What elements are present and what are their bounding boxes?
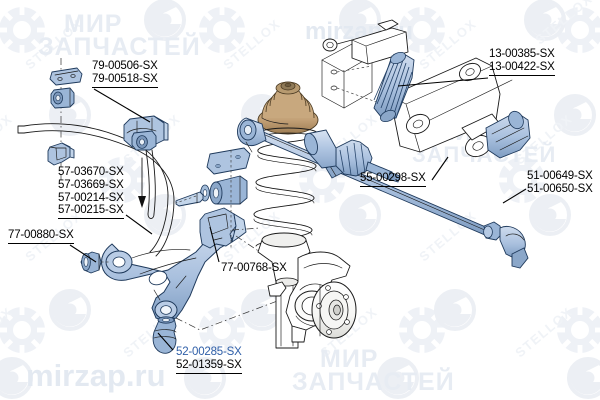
stabilizer-link-rod	[145, 149, 156, 219]
label-line: 57-03669-SX	[58, 178, 124, 191]
label-line: 13-00422-SX	[489, 61, 555, 76]
label-line: 57-00214-SX	[58, 191, 124, 204]
label-57-03670-SX: 57-03670-SX 57-03669-SX 57-00214-SX 57-0…	[58, 166, 124, 220]
label-13-00385-SX: 13-00385-SX 13-00422-SX	[489, 48, 555, 76]
stabilizer-bracket-lower	[47, 142, 75, 166]
label-line: 57-00215-SX	[58, 204, 124, 220]
label-line: 13-00385-SX	[489, 48, 555, 60]
stabilizer-clamp-plate-upper	[49, 67, 83, 86]
rack-end-cap-left	[322, 38, 353, 52]
label-line: 77-00880-SX	[8, 229, 74, 244]
control-arm-bushing-front-assembly	[175, 147, 251, 249]
rack-mount-ear-left	[406, 113, 430, 135]
label-line: 52-01359-SX	[176, 359, 242, 374]
construction-line-balljoint	[175, 299, 281, 331]
label-55-00298-SX: 55-00298-SX	[360, 172, 426, 187]
label-line: 57-03670-SX	[58, 166, 124, 178]
label-line: 79-00518-SX	[92, 73, 158, 88]
strut-top-mount	[257, 81, 319, 135]
label-51-00649-SX: 51-00649-SX 51-00650-SX	[527, 170, 593, 196]
axis-bolt	[175, 195, 197, 204]
label-79-00506-SX: 79-00506-SX 79-00518-SX	[92, 60, 158, 88]
assembly-arrow-stabilizer	[138, 157, 146, 208]
label-line: 79-00506-SX	[92, 60, 158, 72]
outer-tie-rod-end	[483, 221, 529, 269]
label-77-00768-SX: 77-00768-SX	[221, 262, 287, 275]
label-line: 51-00650-SX	[527, 182, 593, 195]
label-line: 77-00768-SX	[221, 262, 287, 274]
lower-ball-joint	[152, 316, 177, 354]
wheel-hub	[311, 281, 357, 339]
label-line: 55-00298-SX	[360, 172, 426, 187]
label-52-00285-SX: 52-00285-SX 52-01359-SX	[176, 346, 242, 374]
label-line: 52-00285-SX	[176, 346, 242, 358]
control-arm-bushing-rear	[80, 251, 102, 274]
label-77-00880-SX: 77-00880-SX	[8, 229, 74, 244]
steering-rack-assembly	[321, 19, 531, 159]
stabilizer-bushing-on-bar	[123, 115, 169, 151]
steering-rack-bellow	[373, 51, 415, 123]
label-line: 51-00649-SX	[527, 170, 593, 182]
stabilizer-bushing-upper	[50, 87, 75, 109]
